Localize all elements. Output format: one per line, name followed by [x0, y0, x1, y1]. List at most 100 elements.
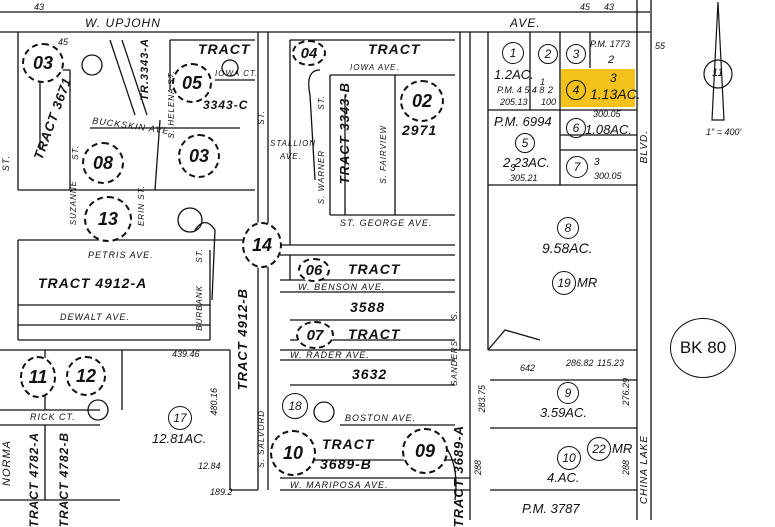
num-100: 100 [541, 97, 557, 107]
tract-iowa: TRACT [368, 41, 421, 57]
tract-3689b-1: TRACT [322, 436, 375, 452]
acre-p6: 1.08AC. [585, 122, 632, 137]
parcel-10[interactable]: 10 [270, 430, 316, 476]
parcel-05[interactable]: 05 [172, 63, 212, 103]
tract-4912b: TRACT 4912-B [235, 288, 250, 391]
parcel-10-circ[interactable]: 10 [557, 446, 581, 470]
num-288b: 288 [621, 460, 631, 476]
num-43946: 439.46 [172, 349, 200, 359]
lot-3c: 3 [510, 163, 516, 174]
street-burbank-st: ST. [195, 248, 204, 263]
street-burbank: BURBANK [195, 285, 204, 331]
street-blvd: BLVD. [639, 130, 650, 164]
book-label: BK 80 [670, 318, 736, 378]
parcel-06[interactable]: 06 [298, 258, 330, 282]
street-rick: RICK CT. [30, 412, 76, 422]
acre-p4: 1.13AC. [590, 86, 641, 102]
acre-mr19: MR [577, 275, 598, 290]
tract-benson: TRACT [348, 261, 401, 277]
parcel-11[interactable]: 11 [20, 356, 56, 398]
acre-p17: 12.81AC. [152, 431, 207, 446]
tract-2971: 2971 [402, 122, 438, 138]
street-erin: ERIN ST. [137, 185, 146, 227]
parcel-02[interactable]: 02 [400, 80, 444, 122]
street-mariposa: W. MARIPOSA AVE. [290, 480, 389, 490]
tract-3343c: 3343-C [203, 98, 249, 112]
parcel-12[interactable]: 12 [66, 356, 106, 396]
parcel-2[interactable]: 2 [538, 44, 558, 64]
street-upjohn: W. UPJOHN [85, 16, 161, 30]
tract-4782b: TRACT 4782-B [57, 432, 71, 527]
pm-4548: P.M. 4 5 4 8 [497, 85, 545, 95]
street-rader: W. RADER AVE. [290, 350, 370, 360]
street-st-left: ST. [1, 155, 11, 172]
parcel-07[interactable]: 07 [296, 321, 334, 349]
street-iowa-ave: IOWA AVE. [350, 63, 400, 72]
street-sanders: SANDERS [450, 340, 459, 386]
street-upjohn-ave: AVE. [510, 16, 541, 30]
street-suzanne: SUZANNE [69, 180, 78, 226]
street-dewalt: DEWALT AVE. [60, 312, 130, 322]
street-petris: PETRIS AVE. [88, 250, 154, 260]
tract-3632: 3632 [352, 366, 388, 382]
tract-top: TRACT [198, 41, 251, 57]
street-st-george: ST. GEORGE AVE. [340, 218, 433, 228]
parcel-14[interactable]: 14 [242, 222, 282, 268]
parcel-18[interactable]: 18 [282, 393, 308, 419]
tract-3689b-2: 3689-B [320, 456, 372, 472]
parcel-03-b[interactable]: 03 [178, 134, 220, 178]
num-1892: 189.2 [210, 487, 233, 497]
street-boston: BOSTON AVE. [345, 413, 417, 423]
num-43a: 43 [34, 2, 45, 12]
street-sanders-s: S. [450, 310, 459, 320]
street-warner-st: ST. [317, 95, 326, 110]
parcel-08[interactable]: 08 [82, 142, 124, 184]
tract-3689a: TRACT 3689-A [451, 425, 466, 527]
parcel-19[interactable]: 19 [552, 271, 576, 295]
street-st-mid: ST. [257, 110, 266, 125]
num-27629: 276.29 [621, 378, 631, 406]
parcel-4[interactable]: 4 [566, 80, 586, 100]
scale-label: 1" = 400' [706, 127, 742, 137]
acre-p8: 9.58AC. [542, 240, 593, 256]
parcel-9[interactable]: 9 [557, 382, 579, 404]
parcel-6[interactable]: 6 [566, 118, 586, 138]
street-stallion: STALLION [270, 139, 317, 148]
tract-3343a: TR.3343-A [139, 38, 151, 101]
street-stallion-ave: AVE. [280, 152, 302, 161]
parcel-3[interactable]: 3 [566, 44, 586, 64]
street-china-lake: CHINA LAKE [639, 435, 650, 505]
street-iowa-ct: IOWA CT. [215, 69, 259, 78]
parcel-17[interactable]: 17 [168, 406, 192, 430]
parcel-8[interactable]: 8 [557, 217, 579, 239]
parcel-04[interactable]: 04 [292, 40, 326, 66]
street-suzanne-st: ST. [71, 145, 80, 160]
num-11523: 115.23 [597, 358, 624, 368]
street-warner: S. WARNER [317, 150, 326, 205]
pm-1773: P.M. 1773 [590, 39, 630, 49]
num-1a: 1 [540, 77, 546, 87]
acre-p10: 4.AC. [547, 470, 580, 485]
lot-2: 2 [608, 54, 615, 66]
street-norma: NORMA [1, 440, 13, 486]
parcel-22[interactable]: 22 [587, 437, 611, 461]
num-30005b: 300.05 [594, 171, 622, 181]
tract-3588: 3588 [350, 299, 386, 315]
acre-mr22: MR [612, 441, 633, 456]
tract-4912a: TRACT 4912-A [38, 275, 148, 291]
street-fairview: S. FAIRVIEW [379, 125, 388, 184]
num-28682: 286.82 [566, 358, 594, 368]
num-45b: 45 [580, 2, 591, 12]
parcel-5[interactable]: 5 [515, 133, 535, 153]
parcel-7[interactable]: 7 [566, 156, 588, 178]
num-1284: 12.84 [198, 461, 221, 471]
parcel-03-a[interactable]: 03 [22, 43, 64, 83]
acre-p5: 2.23AC. [503, 155, 550, 170]
parcel-1[interactable]: 1 [502, 42, 524, 64]
num-28375: 283.75 [477, 385, 487, 413]
parcel-13[interactable]: 13 [84, 196, 132, 242]
num-48016: 480.16 [209, 388, 219, 416]
parcel-09[interactable]: 09 [402, 428, 448, 474]
tract-4782a: TRACT 4782-A [27, 432, 41, 527]
